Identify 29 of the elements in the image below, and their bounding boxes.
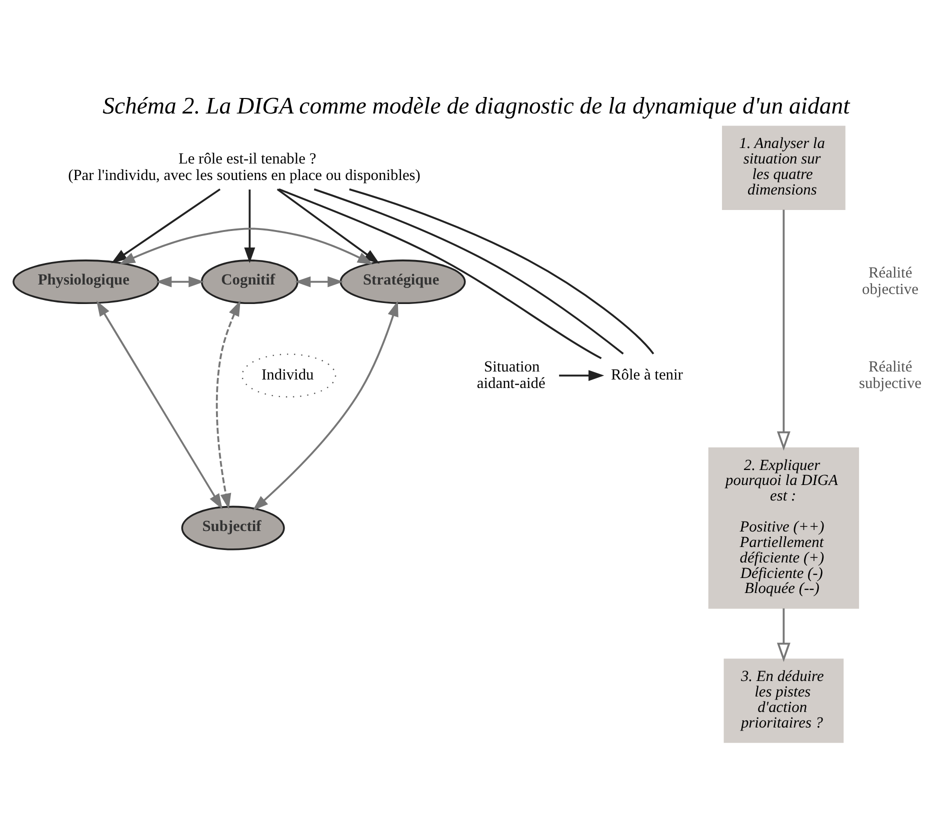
arrow — [111, 188, 221, 263]
arrow — [119, 227, 374, 264]
arrow — [96, 300, 223, 509]
arrow — [276, 188, 380, 264]
connector — [314, 188, 624, 354]
node-ellipse: Individu — [242, 353, 336, 398]
node-ellipse: Physiologique — [12, 259, 160, 304]
label: Réalité subjective — [859, 358, 922, 392]
label: Réalité objective — [862, 264, 918, 298]
arrow — [244, 189, 256, 263]
node-ellipse: Cognitif — [200, 259, 298, 304]
arrow — [776, 608, 790, 662]
connector — [349, 188, 654, 354]
node-box: 1. Analyser la situation sur les quatre dimensions — [722, 125, 846, 210]
diagram-title: Schéma 2. La DIGA comme modèle de diagnostic de la dynamique d'un aidant — [102, 92, 850, 119]
arrow — [252, 300, 398, 510]
node-text: Situation aidant-aidé — [476, 358, 546, 392]
node-box: 3. En déduire les pistes d'action prioritaires ? — [724, 658, 844, 742]
arrow — [216, 300, 240, 509]
arrow — [294, 276, 344, 287]
node-text: Le rôle est-il tenable ? (Par l'individu, avec les soutiens en place ou disponibles) — [68, 150, 420, 184]
node-ellipse: Stratégique — [340, 259, 466, 304]
arrow — [776, 209, 790, 450]
arrow — [559, 370, 604, 381]
arrow — [156, 276, 204, 287]
node-box: 2. Expliquer pourquoi la DIGA est : Positive (++) Partiellement déficiente (+) Déficiente (-) Bloquée (--) — [708, 446, 860, 608]
node-text: Rôle à tenir — [611, 366, 683, 384]
node-ellipse: Subjectif — [181, 505, 285, 550]
connector — [278, 188, 602, 359]
